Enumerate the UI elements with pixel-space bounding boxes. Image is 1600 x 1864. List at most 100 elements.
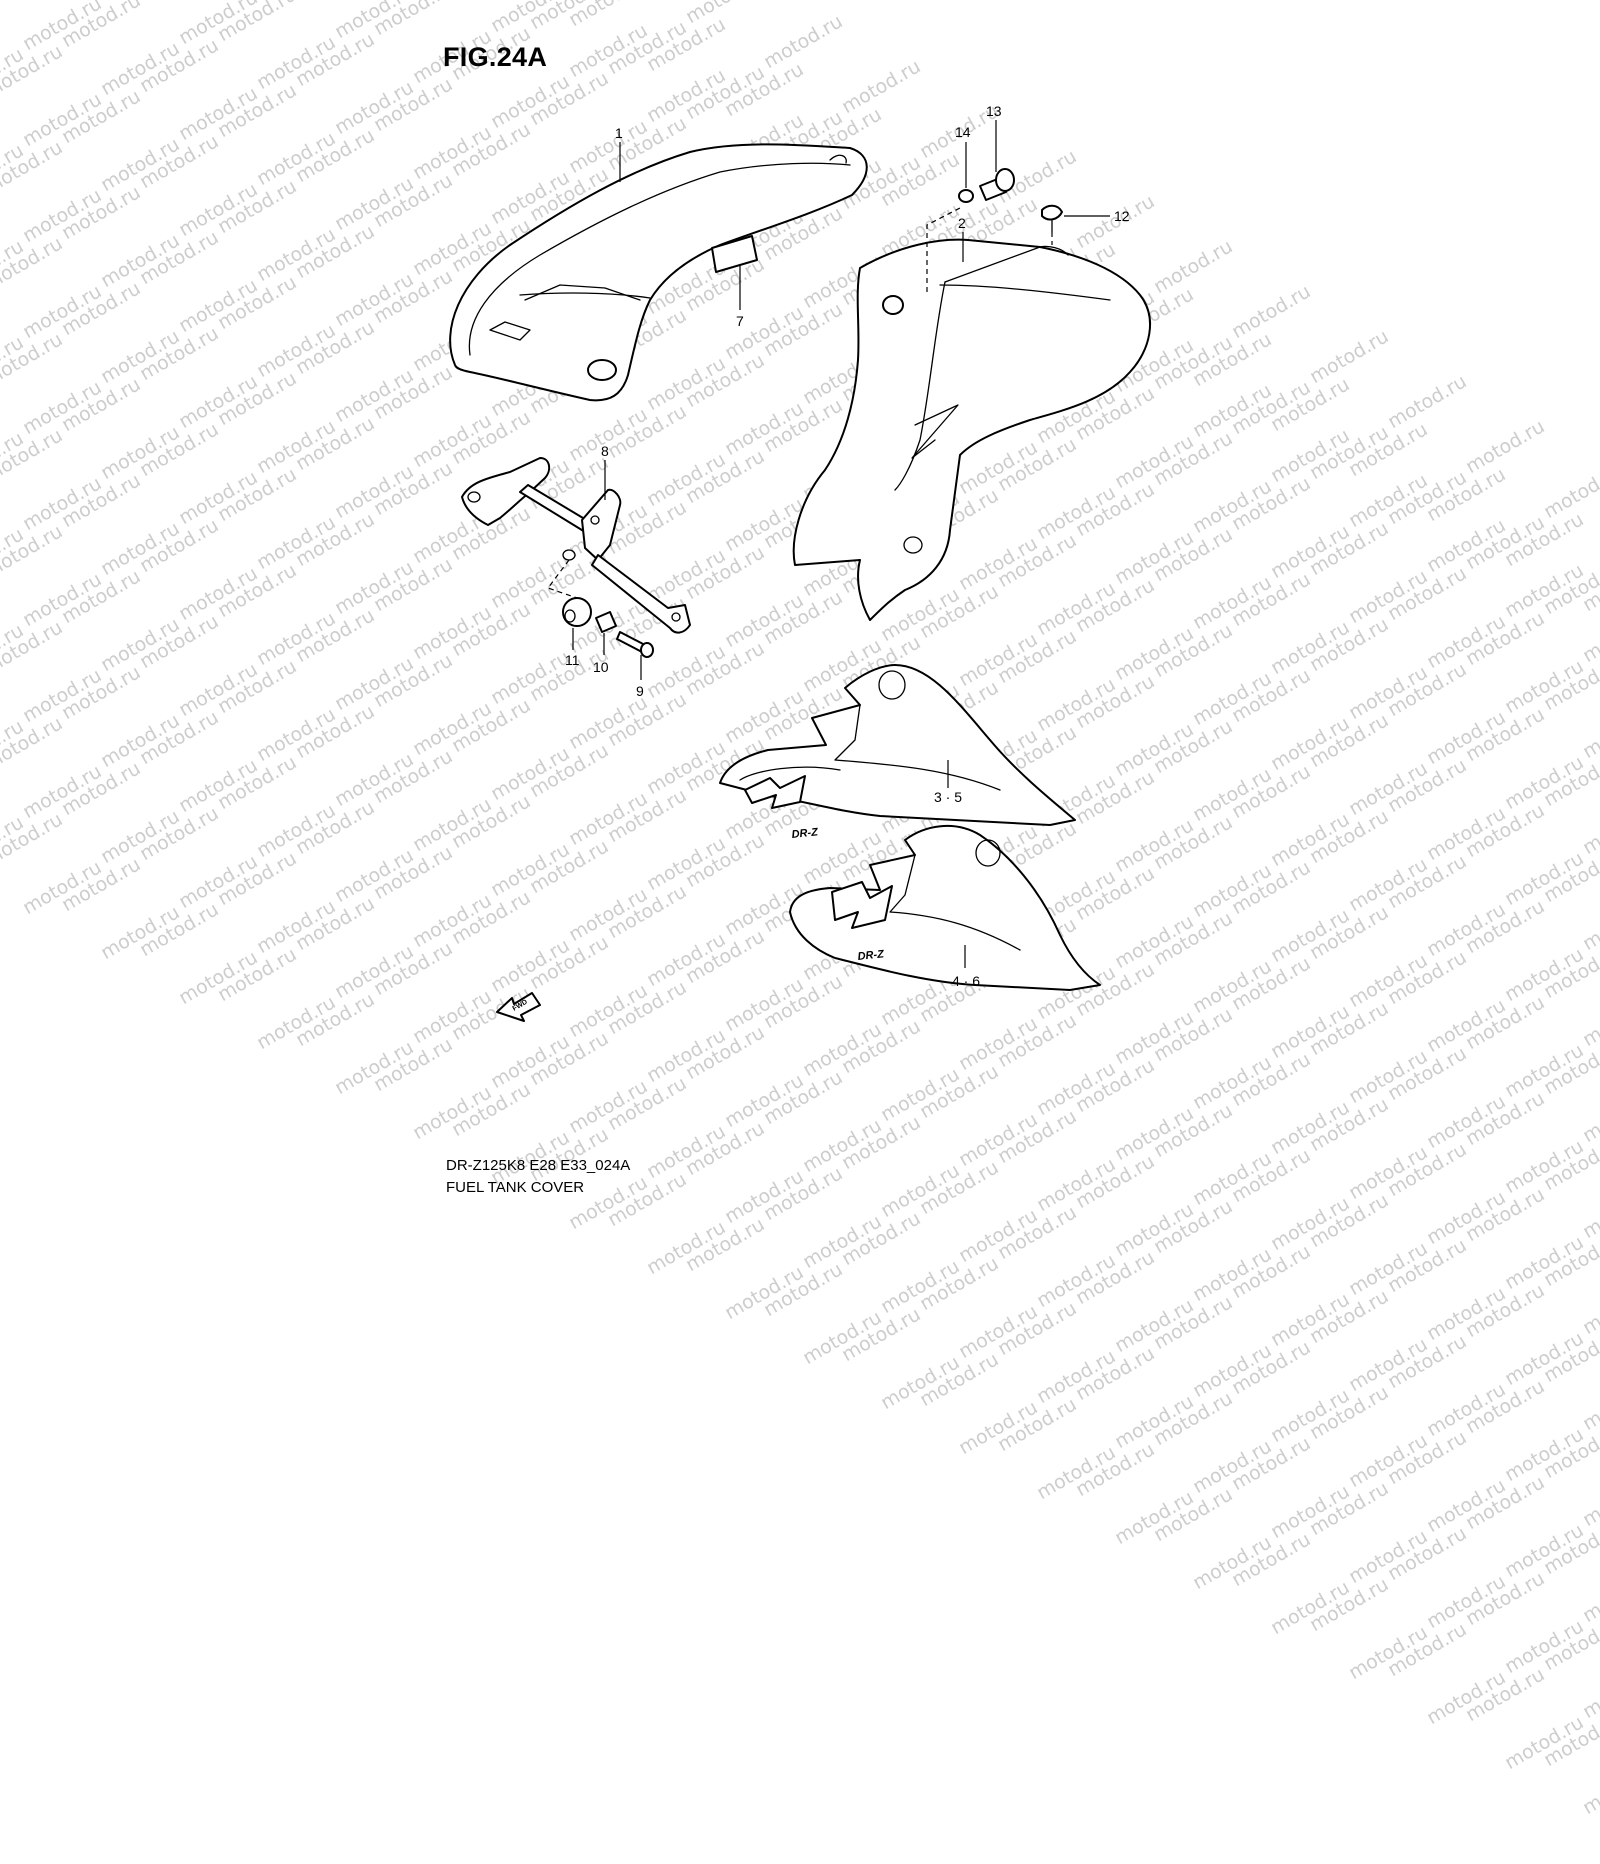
watermark-text: motod.ru <box>1072 1438 1159 1502</box>
watermark-text: motod.ru <box>1345 1429 1432 1493</box>
watermark-text: motod.ru <box>1306 1285 1393 1349</box>
exploded-parts-diagram: 1 7 2 14 13 12 <box>449 103 1152 1022</box>
part-7-cushion-pad[interactable] <box>711 235 758 273</box>
watermark-text: motod.ru <box>1540 1516 1600 1580</box>
watermark-text: motod.ru <box>955 1300 1042 1364</box>
watermark-text: motod.ru <box>1579 1756 1600 1820</box>
watermark-text: motod.ru <box>877 1255 964 1319</box>
watermark-text: motod.ru <box>1072 1246 1159 1310</box>
watermark-text: motod.ru <box>1501 1519 1588 1583</box>
watermark-text: motod.ru <box>994 1201 1081 1265</box>
part-2-fuel-tank-cover[interactable] <box>792 238 1152 621</box>
watermark-text: motod.ru <box>1384 1618 1471 1682</box>
watermark-text: motod.ru <box>1267 1288 1354 1352</box>
watermark-text: motod.ru <box>799 1306 886 1370</box>
watermark-text: motod.ru <box>682 1213 769 1277</box>
watermark-text: motod.ru <box>1267 1480 1354 1544</box>
callout-3-5: 3 · 5 <box>934 789 962 805</box>
watermark-text: motod.ru <box>1423 1378 1510 1442</box>
watermark-text: motod.ru <box>1267 1384 1354 1448</box>
part-10-collar[interactable] <box>595 611 617 633</box>
watermark-text: motod.ru <box>916 1252 1003 1316</box>
watermark-text: motod.ru <box>1462 1279 1549 1343</box>
callout-8: 8 <box>601 443 609 459</box>
watermark-text: motod.ru <box>721 1261 808 1325</box>
part-4-6-decal[interactable]: DR-Z <box>789 824 1101 991</box>
watermark-text: motod.ru <box>916 1348 1003 1412</box>
watermark-text: motod.ru <box>1501 1711 1588 1775</box>
watermark-text: motod.ru <box>955 1396 1042 1460</box>
watermark-text: motod.ru <box>1306 1573 1393 1637</box>
watermark-text: motod.ru <box>1072 1342 1159 1406</box>
watermark-text: motod.ru <box>994 1297 1081 1361</box>
figure-title: FIG.24A <box>443 42 548 72</box>
fwd-direction-arrow: FWD <box>496 992 541 1022</box>
callout-4-6: 4 · 6 <box>952 973 980 989</box>
part-9-bolt[interactable] <box>616 631 654 658</box>
watermark-text: motod.ru <box>1150 1387 1237 1451</box>
watermark-text: motod.ru <box>1345 1237 1432 1301</box>
watermark-text: motod.ru <box>994 1393 1081 1457</box>
watermark-text: motod.ru <box>1540 1420 1600 1484</box>
figure-caption: FUEL TANK COVER <box>446 1179 585 1196</box>
watermark-text: motod.ru <box>1579 1564 1600 1628</box>
watermark-text: motod.ru <box>838 1207 925 1271</box>
watermark-text: motod.ru <box>1579 1468 1600 1532</box>
part-3-5-decal[interactable]: DR-Z <box>719 664 1076 841</box>
watermark-text: motod.ru <box>1189 1339 1276 1403</box>
part-14-washer[interactable] <box>958 189 974 203</box>
watermark-text: motod.ru <box>1540 1612 1600 1676</box>
watermark-text: motod.ru <box>1501 1231 1588 1295</box>
watermark-text: motod.ru <box>1384 1522 1471 1586</box>
part-12-clip[interactable] <box>1041 204 1063 233</box>
footer: DR-Z125K8 E28 E33_024A FUEL TANK COVER <box>446 1155 630 1199</box>
watermark-text: motod.ru <box>1189 1435 1276 1499</box>
watermark-text: motod.ru <box>1150 1291 1237 1355</box>
callout-11: 11 <box>565 652 580 668</box>
callout-10: 10 <box>593 659 609 675</box>
watermark-text: motod.ru <box>1111 1198 1198 1262</box>
watermark-text: motod.ru <box>1501 1615 1588 1679</box>
watermark-text: motod.ru <box>1228 1432 1315 1496</box>
watermark-text: motod.ru <box>1033 1249 1120 1313</box>
watermark-text: motod.ru <box>1384 1330 1471 1394</box>
watermark-text: motod.ru <box>1111 1294 1198 1358</box>
watermark-text: motod.ru <box>1150 1483 1237 1547</box>
watermark-text: motod.ru <box>1111 1486 1198 1550</box>
watermark-text: motod.ru <box>877 1351 964 1415</box>
callout-1: 1 <box>615 125 623 141</box>
watermark-text: motod.ru <box>1306 1477 1393 1541</box>
watermark-text: motod.ru <box>1228 1528 1315 1592</box>
part-13-bolt[interactable] <box>979 168 1015 201</box>
watermark-text: motod.ru <box>1111 1390 1198 1454</box>
callout-9: 9 <box>636 683 644 699</box>
watermark-text: motod.ru <box>1579 1276 1600 1340</box>
watermark-text: motod.ru <box>1462 1471 1549 1535</box>
model-code: DR-Z125K8 E28 E33_024A <box>446 1157 631 1174</box>
watermark-text: motod.ru <box>1501 1423 1588 1487</box>
callout-7: 7 <box>736 313 744 329</box>
watermark-text: motod.ru <box>1462 1663 1549 1727</box>
callout-13: 13 <box>986 103 1002 119</box>
watermark-text: motod.ru <box>1501 1327 1588 1391</box>
watermark-text: motod.ru <box>1540 1708 1600 1772</box>
watermark-text: motod.ru <box>1579 1660 1600 1724</box>
watermark-text: motod.ru <box>1345 1333 1432 1397</box>
leader-dashed-2 <box>926 207 961 292</box>
watermark-text: motod.ru <box>1423 1282 1510 1346</box>
leader-dashed-8 <box>547 559 578 599</box>
watermark-text: motod.ru <box>1423 1666 1510 1730</box>
watermark-text: motod.ru <box>1423 1570 1510 1634</box>
part-11-grommet[interactable] <box>562 597 592 627</box>
watermark-text: motod.ru <box>1384 1426 1471 1490</box>
watermark-text: motod.ru <box>955 1204 1042 1268</box>
watermark-text: motod.ru <box>1306 1381 1393 1445</box>
part-8-bracket[interactable] <box>461 457 691 634</box>
watermark-text: motod.ru <box>1228 1240 1315 1304</box>
watermark-text: motod.ru <box>1540 1228 1600 1292</box>
watermark-text: motod.ru <box>1345 1525 1432 1589</box>
watermark-text: motod.ru <box>799 1210 886 1274</box>
watermark-text: motod.ru <box>1579 1372 1600 1436</box>
part-1-inner-cover[interactable] <box>449 143 868 402</box>
watermark-text: motod.ru <box>1345 1621 1432 1685</box>
